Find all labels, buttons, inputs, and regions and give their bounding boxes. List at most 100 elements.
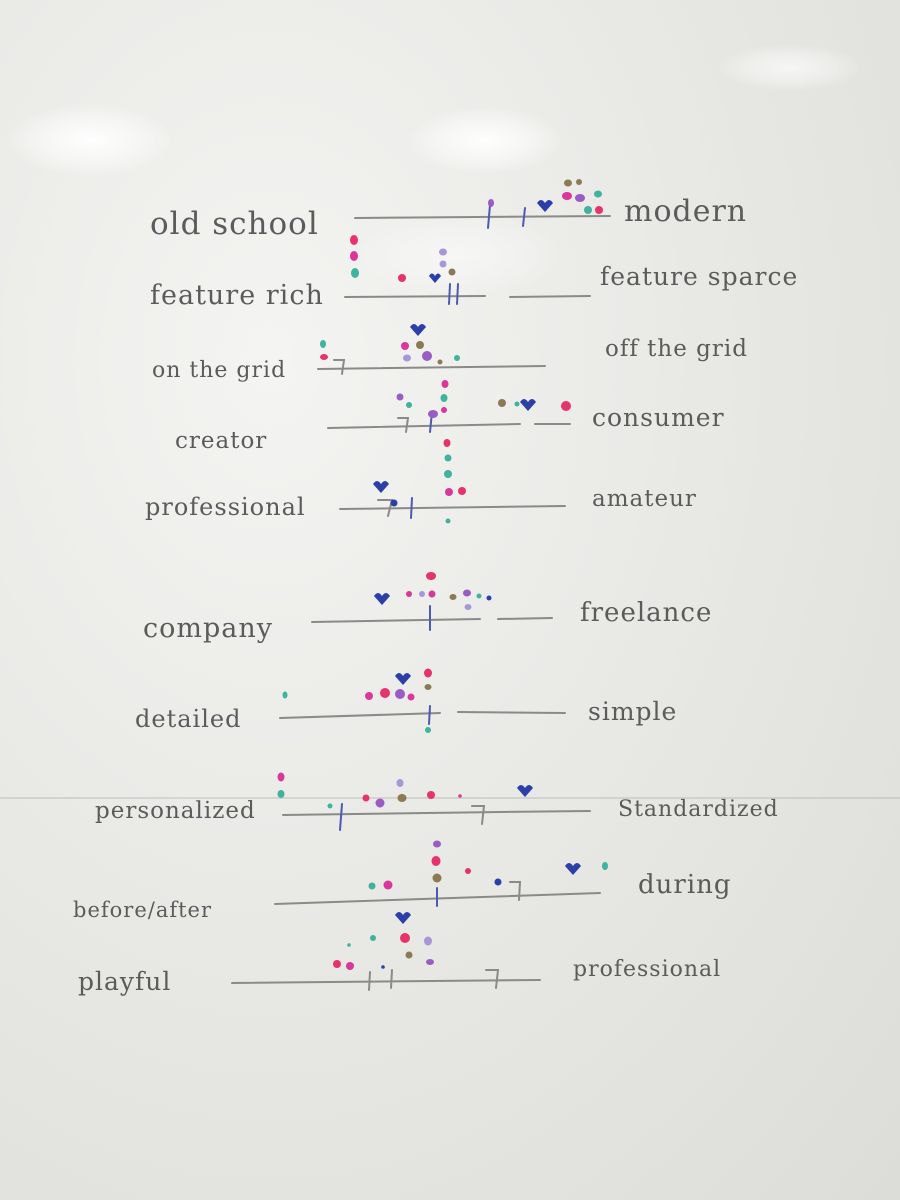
scale-line: [327, 423, 571, 429]
scale-line: [231, 979, 541, 984]
vote-dot: [576, 179, 582, 185]
vote-dot: [424, 668, 432, 678]
tick-mark: [377, 499, 394, 517]
scale-left-label: creator: [175, 428, 268, 454]
vote-dot: [381, 965, 385, 969]
vote-dots: [277, 179, 608, 970]
vote-dot: [347, 943, 351, 947]
scale-line: [279, 711, 566, 719]
vote-dot: [486, 595, 492, 601]
vote-dot: [458, 794, 462, 798]
vote-dot: [595, 206, 603, 214]
tick-mark: [428, 705, 431, 725]
vote-dot: [444, 454, 452, 462]
heart-icon: [565, 863, 581, 875]
vote-dot: [383, 880, 393, 890]
vote-dot: [426, 959, 434, 965]
vote-dot: [365, 692, 373, 700]
scale-right-label: Standardized: [618, 797, 779, 822]
vote-dot: [448, 268, 456, 276]
light-reflection: [10, 105, 170, 175]
heart-icon: [520, 399, 536, 411]
scale-line: [344, 295, 591, 298]
vote-dot: [465, 868, 471, 874]
vote-dot: [396, 393, 404, 401]
scale-right-label: off the grid: [605, 336, 748, 362]
vote-dot: [368, 882, 376, 890]
vote-dot: [594, 190, 602, 198]
vote-dot: [327, 803, 333, 809]
vote-dot: [426, 572, 436, 580]
scale-left-label: feature rich: [150, 280, 324, 311]
vote-dot: [514, 401, 520, 407]
vote-dot: [375, 798, 385, 808]
scale-right-label: professional: [573, 957, 722, 982]
scale-line: [282, 810, 591, 816]
heart-icon: [374, 593, 390, 605]
vote-dot: [427, 791, 435, 799]
scale-left-label: before/after: [73, 898, 213, 922]
tick-mark: [397, 417, 410, 433]
vote-dot: [433, 840, 441, 848]
vote-dot: [444, 470, 452, 478]
scale-left-label: personalized: [95, 798, 256, 824]
scale-left-label: playful: [78, 967, 172, 996]
vote-dot: [346, 962, 354, 970]
vote-dot: [424, 936, 432, 946]
vote-dot: [498, 399, 506, 407]
vote-dot: [422, 351, 432, 361]
scale-right-label: consumer: [592, 403, 725, 432]
heart-icon: [537, 200, 553, 212]
vote-dot: [575, 194, 585, 202]
light-reflection: [720, 45, 860, 90]
scale-right-label: simple: [588, 697, 678, 726]
vote-dot: [584, 206, 592, 214]
vote-dot: [440, 394, 448, 402]
vote-dot: [437, 359, 443, 365]
vote-dot: [380, 688, 390, 698]
vote-dot: [396, 779, 404, 787]
tick-mark: [471, 805, 486, 825]
vote-dot: [407, 693, 415, 701]
heart-icon: [373, 481, 389, 493]
tick-mark: [368, 969, 393, 991]
vote-dot: [431, 856, 441, 866]
scale-left-label: professional: [145, 493, 306, 521]
vote-dot: [395, 689, 405, 699]
scale-left-label: detailed: [135, 705, 242, 733]
scale-right-label: modern: [624, 194, 748, 229]
tick-mark: [333, 359, 346, 375]
vote-dot: [428, 590, 436, 598]
vote-dot: [602, 862, 608, 870]
heart-icon: [395, 912, 411, 924]
vote-dot: [350, 251, 358, 261]
scale-line: [339, 505, 566, 510]
vote-dot: [445, 518, 451, 524]
vote-dot: [320, 340, 326, 348]
scale-left-label: company: [143, 613, 274, 644]
scale-right-label: freelance: [580, 598, 713, 628]
scale-line: [317, 365, 546, 370]
vote-dot: [390, 499, 398, 507]
vote-dot: [425, 727, 431, 733]
vote-dot: [362, 794, 370, 802]
scale-left-label: old school: [150, 206, 319, 242]
heart-icon: [429, 273, 441, 283]
vote-dot: [439, 248, 447, 256]
vote-dot: [398, 274, 406, 282]
vote-dot: [441, 380, 449, 388]
scale-right-label: feature sparce: [600, 262, 799, 291]
vote-dot: [406, 402, 412, 408]
vote-dot: [562, 192, 572, 200]
vote-dot: [441, 407, 447, 413]
vote-dot: [424, 684, 432, 690]
heart-icon: [517, 785, 533, 797]
tick-mark: [410, 497, 413, 519]
vote-dot: [445, 488, 453, 496]
scale-line: [354, 215, 611, 219]
vote-dot: [277, 790, 285, 798]
vote-dot: [464, 604, 472, 610]
